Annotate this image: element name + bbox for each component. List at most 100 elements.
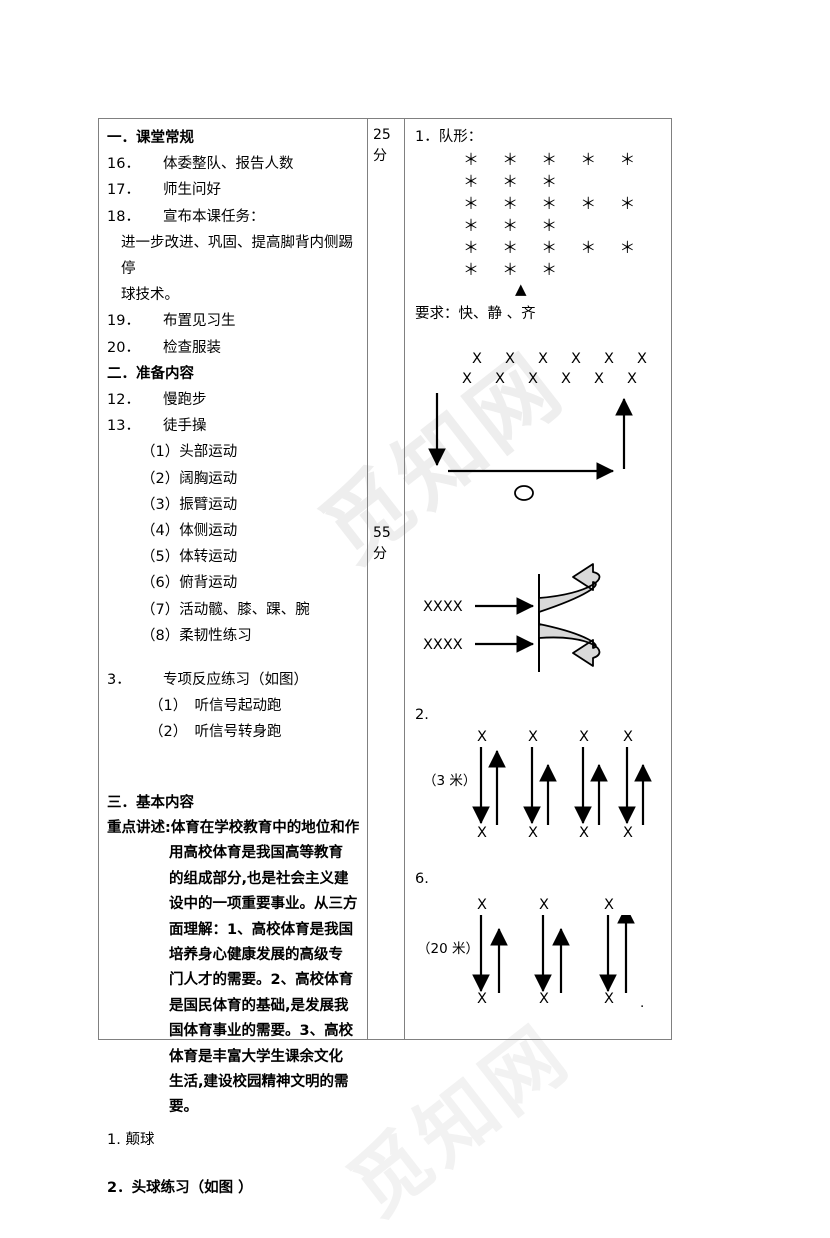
lap-arrows-icon (428, 393, 633, 501)
trailing-item: 2．头球练习（如图 ） (107, 1179, 253, 1196)
item-text: 体委整队、报告人数 (163, 156, 294, 173)
paragraph-line: 门人才的需要。2、高校体育 (169, 972, 354, 989)
list-item: 18． 宣布本课任务： (107, 204, 361, 230)
organization-column: 1．队形： ＊ ＊ ＊ ＊ ＊ ＊ ＊ ＊ ＊ ＊ ＊ ＊ ＊ ＊ ＊ ＊ ＊ … (405, 119, 671, 1039)
running-lap-diagram: X X X X X X X X X X X X (415, 351, 667, 551)
paragraph-line: 用高校体育是我国高等教育 (169, 845, 343, 862)
player-mark: X (472, 351, 482, 367)
u-turn-arrows-icon (475, 563, 601, 672)
player-mark: X (604, 351, 614, 367)
player-mark: X (528, 729, 538, 745)
time-value: 25 (373, 127, 391, 143)
trailing-item: 1. 颠球 (107, 1131, 155, 1148)
section-heading-3: 三．基本内容 (107, 794, 194, 811)
player-mark: X (594, 371, 604, 387)
player-mark: X (495, 371, 505, 387)
item-number: 13． (107, 418, 140, 435)
leader-marker-icon: ▲ (515, 280, 527, 298)
item-text: 徒手操 (163, 418, 207, 435)
player-mark: X (539, 991, 549, 1007)
paragraph-line: 生活,建设校园精神文明的需 (169, 1073, 349, 1090)
distance-label: （20 米） (417, 941, 479, 957)
item-number: 12． (107, 392, 140, 409)
task-line: 进一步改进、巩固、提高脚背内侧踢停 (121, 234, 353, 278)
group-label: XXXX (423, 637, 463, 653)
paragraph-line: 要。 (169, 1099, 198, 1116)
diagram-number: 2. (415, 707, 429, 723)
item-text: 检查服装 (163, 339, 221, 356)
shuttle-20m-diagram: 6. （20 米） X X X X X X . (415, 871, 667, 1011)
player-mark: X (561, 371, 571, 387)
player-mark: X (627, 371, 637, 387)
turn-around-diagram: XXXX XXXX (415, 559, 667, 672)
diagram-number: 6. (415, 871, 429, 887)
formation-title: 1．队形： (415, 129, 483, 145)
paragraph-line: 是国民体育的基础,是发展我 (169, 997, 349, 1014)
spacer (107, 649, 361, 667)
paragraph-line: 面理解：1、高校体育是我国 (169, 921, 354, 938)
time-entry: 25 分 (373, 125, 403, 167)
paragraph-first-line: 重点讲述:体育在学校教育中的地位和作 (107, 816, 361, 841)
time-unit: 分 (373, 148, 387, 164)
sub-list-item: （6）俯背运动 (141, 575, 238, 592)
list-item: 19． 布置见习生 (107, 308, 361, 334)
trailing-dot: . (640, 995, 645, 1011)
item-text: 宣布本课任务： (163, 208, 265, 225)
sub-list-item: （4）体侧运动 (141, 523, 238, 540)
paragraph-label: 重点讲述: (107, 819, 171, 836)
player-mark: X (623, 729, 633, 745)
paragraph-line: 体育是丰富大学生课余文化 (169, 1048, 343, 1065)
section-heading-1: 一．课堂常规 (107, 130, 194, 146)
player-mark: X (637, 351, 647, 367)
player-mark: X (604, 991, 614, 1007)
distance-label: （3 米） (423, 773, 477, 789)
lesson-plan-table: 一．课堂常规 16． 体委整队、报告人数 17． 师生问好 18． 宣布本课任务… (98, 118, 672, 1196)
section-heading-2: 二．准备内容 (107, 365, 194, 382)
formation-row: ＊ ＊ ＊ ＊ ＊ ＊ ＊ ＊ (463, 238, 645, 279)
paragraph-line: 的组成部分,也是社会主义建 (169, 870, 349, 887)
player-mark: X (477, 897, 487, 913)
spacer (107, 746, 361, 790)
sub-list-item: （8）柔韧性练习 (141, 627, 252, 644)
sub-list-item: （1）头部运动 (141, 444, 238, 461)
time-column: 25 分 55 分 (368, 119, 405, 1039)
player-mark: X (538, 351, 548, 367)
player-mark: X (579, 729, 589, 745)
paragraph-line: 体育在学校教育中的地位和作 (170, 819, 360, 836)
sub-list-item: （2） 听信号转身跑 (149, 724, 282, 741)
list-item: 20． 检查服装 (107, 335, 361, 361)
list-item: 12． 慢跑步 (107, 387, 361, 413)
player-mark: X (579, 825, 589, 841)
group-label: XXXX (423, 599, 463, 615)
list-item: 3． 专项反应练习（如图） (107, 667, 361, 693)
shuttle-3m-diagram: 2. （3 米） X X X X X X X X (415, 707, 667, 845)
list-item: 13． 徒手操 (107, 413, 361, 439)
player-mark: X (604, 897, 614, 913)
sub-list-item: （7）活动髋、膝、踝、腕 (141, 601, 310, 618)
paragraph-line: 设中的一项重要事业。从三方 (169, 896, 358, 913)
paragraph-line: 国体育事业的需要。3、高校 (169, 1023, 354, 1040)
item-number: 16． (107, 156, 140, 173)
list-item: 17． 师生问好 (107, 177, 361, 203)
player-mark: X (462, 371, 472, 387)
item-number: 3． (107, 672, 131, 689)
player-mark: X (528, 825, 538, 841)
player-mark: X (477, 825, 487, 841)
item-text: 专项反应练习（如图） (163, 672, 308, 689)
item-number: 19． (107, 313, 140, 330)
player-mark: X (477, 991, 487, 1007)
formation-row: ＊ ＊ ＊ ＊ ＊ ＊ ＊ ＊ (463, 150, 645, 191)
teaching-content-column: 一．课堂常规 16． 体委整队、报告人数 17． 师生问好 18． 宣布本课任务… (99, 119, 368, 1196)
sub-list-item: （2）阔胸运动 (141, 470, 238, 487)
player-mark: X (505, 351, 515, 367)
player-mark: X (528, 371, 538, 387)
player-mark: X (571, 351, 581, 367)
time-unit: 分 (373, 546, 387, 562)
sub-list-item: （3）振臂运动 (141, 496, 238, 513)
task-line: 球技术。 (121, 287, 179, 304)
key-lecture-paragraph: 重点讲述:体育在学校教育中的地位和作 用高校体育是我国高等教育 的组成部分,也是… (107, 816, 361, 1121)
list-item: 16． 体委整队、报告人数 (107, 151, 361, 177)
player-mark: X (539, 897, 549, 913)
formation-requirement: 要求：快、静 、齐 (415, 306, 536, 322)
item-number: 20． (107, 339, 140, 356)
